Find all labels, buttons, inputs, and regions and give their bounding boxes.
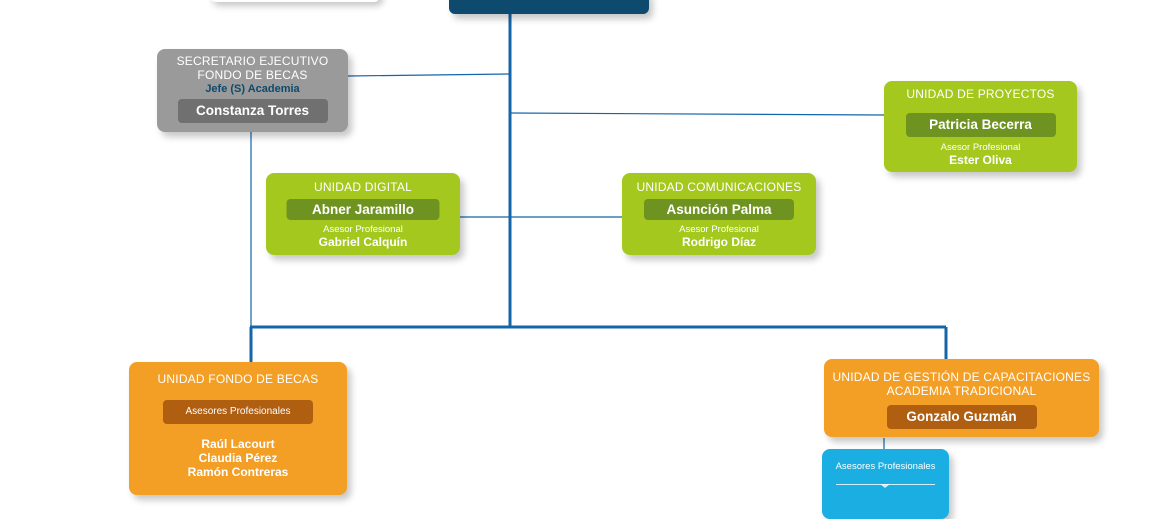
org-chart-connectors [249, 12, 948, 450]
secretario-name: Constanza Torres [177, 99, 328, 123]
capacitaciones-advisors-label: Asesores Profesionales [835, 461, 936, 472]
proyectos-advisor-name: Ester Oliva [949, 153, 1012, 167]
unidad-capacitaciones-box: UNIDAD DE GESTIÓN DE CAPACITACIONES ACAD… [824, 359, 1099, 437]
secretario-title-line2: FONDO DE BECAS [197, 68, 308, 82]
capacitaciones-advisors-box: Asesores Profesionales [822, 449, 949, 519]
unidad-proyectos-box: UNIDAD DE PROYECTOS Patricia Becerra Ase… [884, 81, 1077, 172]
fondo-becas-member: Raúl Lacourt [201, 437, 275, 451]
digital-title: UNIDAD DIGITAL [314, 180, 412, 194]
fondo-becas-member: Claudia Pérez [198, 451, 278, 465]
proyectos-advisor-label: Asesor Profesional [940, 142, 1021, 153]
top-director-box [449, 0, 649, 14]
digital-advisor-name: Gabriel Calquín [318, 235, 408, 249]
digital-name: Abner Jaramillo [286, 199, 440, 220]
unidad-comunicaciones-box: UNIDAD COMUNICACIONES Asunción Palma Ase… [622, 173, 816, 255]
fondo-becas-member: Ramón Contreras [187, 465, 289, 479]
capacitaciones-title-line1: UNIDAD DE GESTIÓN DE CAPACITACIONES [832, 370, 1091, 384]
chevron-down-icon [880, 484, 890, 488]
top-left-card-remnant [210, 0, 380, 2]
branch-proyectos-line [509, 112, 885, 116]
secretario-title-line1: SECRETARIO EJECUTIVO [176, 54, 329, 68]
fondo-becas-title: UNIDAD FONDO DE BECAS [157, 372, 319, 386]
capacitaciones-title-line2: ACADEMIA TRADICIONAL [886, 384, 1037, 398]
fondo-becas-advisors-label: Asesores Profesionales [163, 400, 313, 424]
comunicaciones-name: Asunción Palma [644, 199, 794, 220]
proyectos-name: Patricia Becerra [905, 113, 1056, 137]
capacitaciones-name: Gonzalo Guzmán [886, 405, 1037, 429]
fondo-becas-member-list: Raúl Lacourt Claudia Pérez Ramón Contrer… [129, 437, 347, 479]
digital-advisor-label: Asesor Profesional [323, 224, 403, 235]
unidad-digital-box: UNIDAD DIGITAL Abner Jaramillo Asesor Pr… [266, 173, 460, 255]
secretario-ejecutivo-box: SECRETARIO EJECUTIVO FONDO DE BECAS Jefe… [157, 49, 348, 132]
comunicaciones-title: UNIDAD COMUNICACIONES [636, 180, 802, 194]
comunicaciones-advisor-name: Rodrigo Díaz [682, 235, 756, 249]
secretario-role: Jefe (S) Academia [205, 83, 300, 95]
proyectos-title: UNIDAD DE PROYECTOS [906, 87, 1055, 101]
unidad-fondo-becas-box: UNIDAD FONDO DE BECAS Asesores Profesion… [129, 362, 347, 495]
branch-secretario-line [347, 73, 511, 77]
comunicaciones-advisor-label: Asesor Profesional [679, 224, 759, 235]
